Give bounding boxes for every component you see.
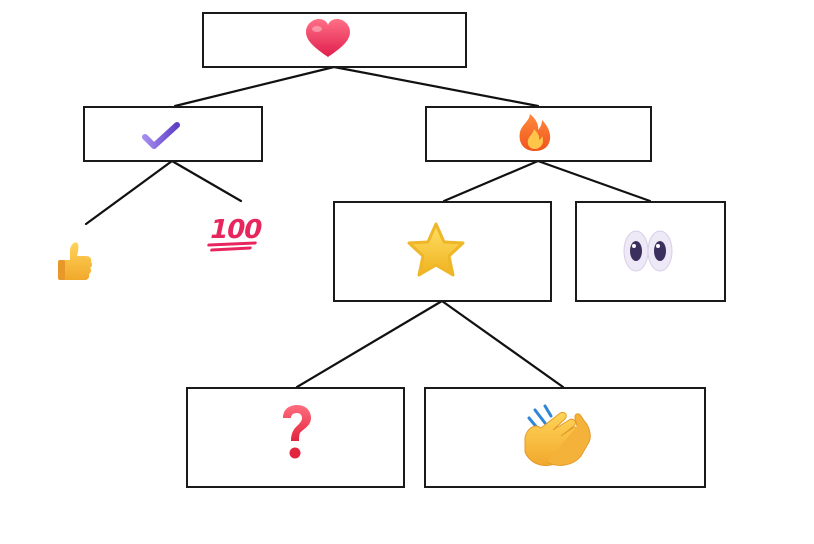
thumbs-up-icon bbox=[58, 242, 93, 280]
edge-heart-fire bbox=[332, 65, 540, 108]
clapping-hands-icon bbox=[524, 404, 591, 467]
fire-icon bbox=[519, 114, 551, 151]
heart-icon bbox=[306, 19, 350, 57]
tree-nodes bbox=[83, 12, 726, 488]
tree-edges bbox=[84, 65, 652, 389]
checkmark-icon bbox=[142, 122, 180, 149]
edge-heart-check bbox=[173, 65, 336, 108]
svg-text:100: 100 bbox=[207, 215, 265, 245]
edge-fire-star bbox=[442, 159, 540, 203]
edge-check-thumbsup bbox=[84, 159, 174, 226]
hundred-points-icon: 100 bbox=[207, 215, 265, 252]
star-icon bbox=[407, 222, 465, 277]
edge-star-question bbox=[295, 299, 444, 389]
node-box-check bbox=[83, 106, 263, 162]
edge-star-clap bbox=[440, 299, 565, 389]
edge-check-hundred bbox=[170, 159, 243, 203]
edge-fire-eyes bbox=[536, 159, 652, 203]
question-mark-icon bbox=[283, 405, 311, 459]
eyes-icon bbox=[623, 230, 673, 272]
